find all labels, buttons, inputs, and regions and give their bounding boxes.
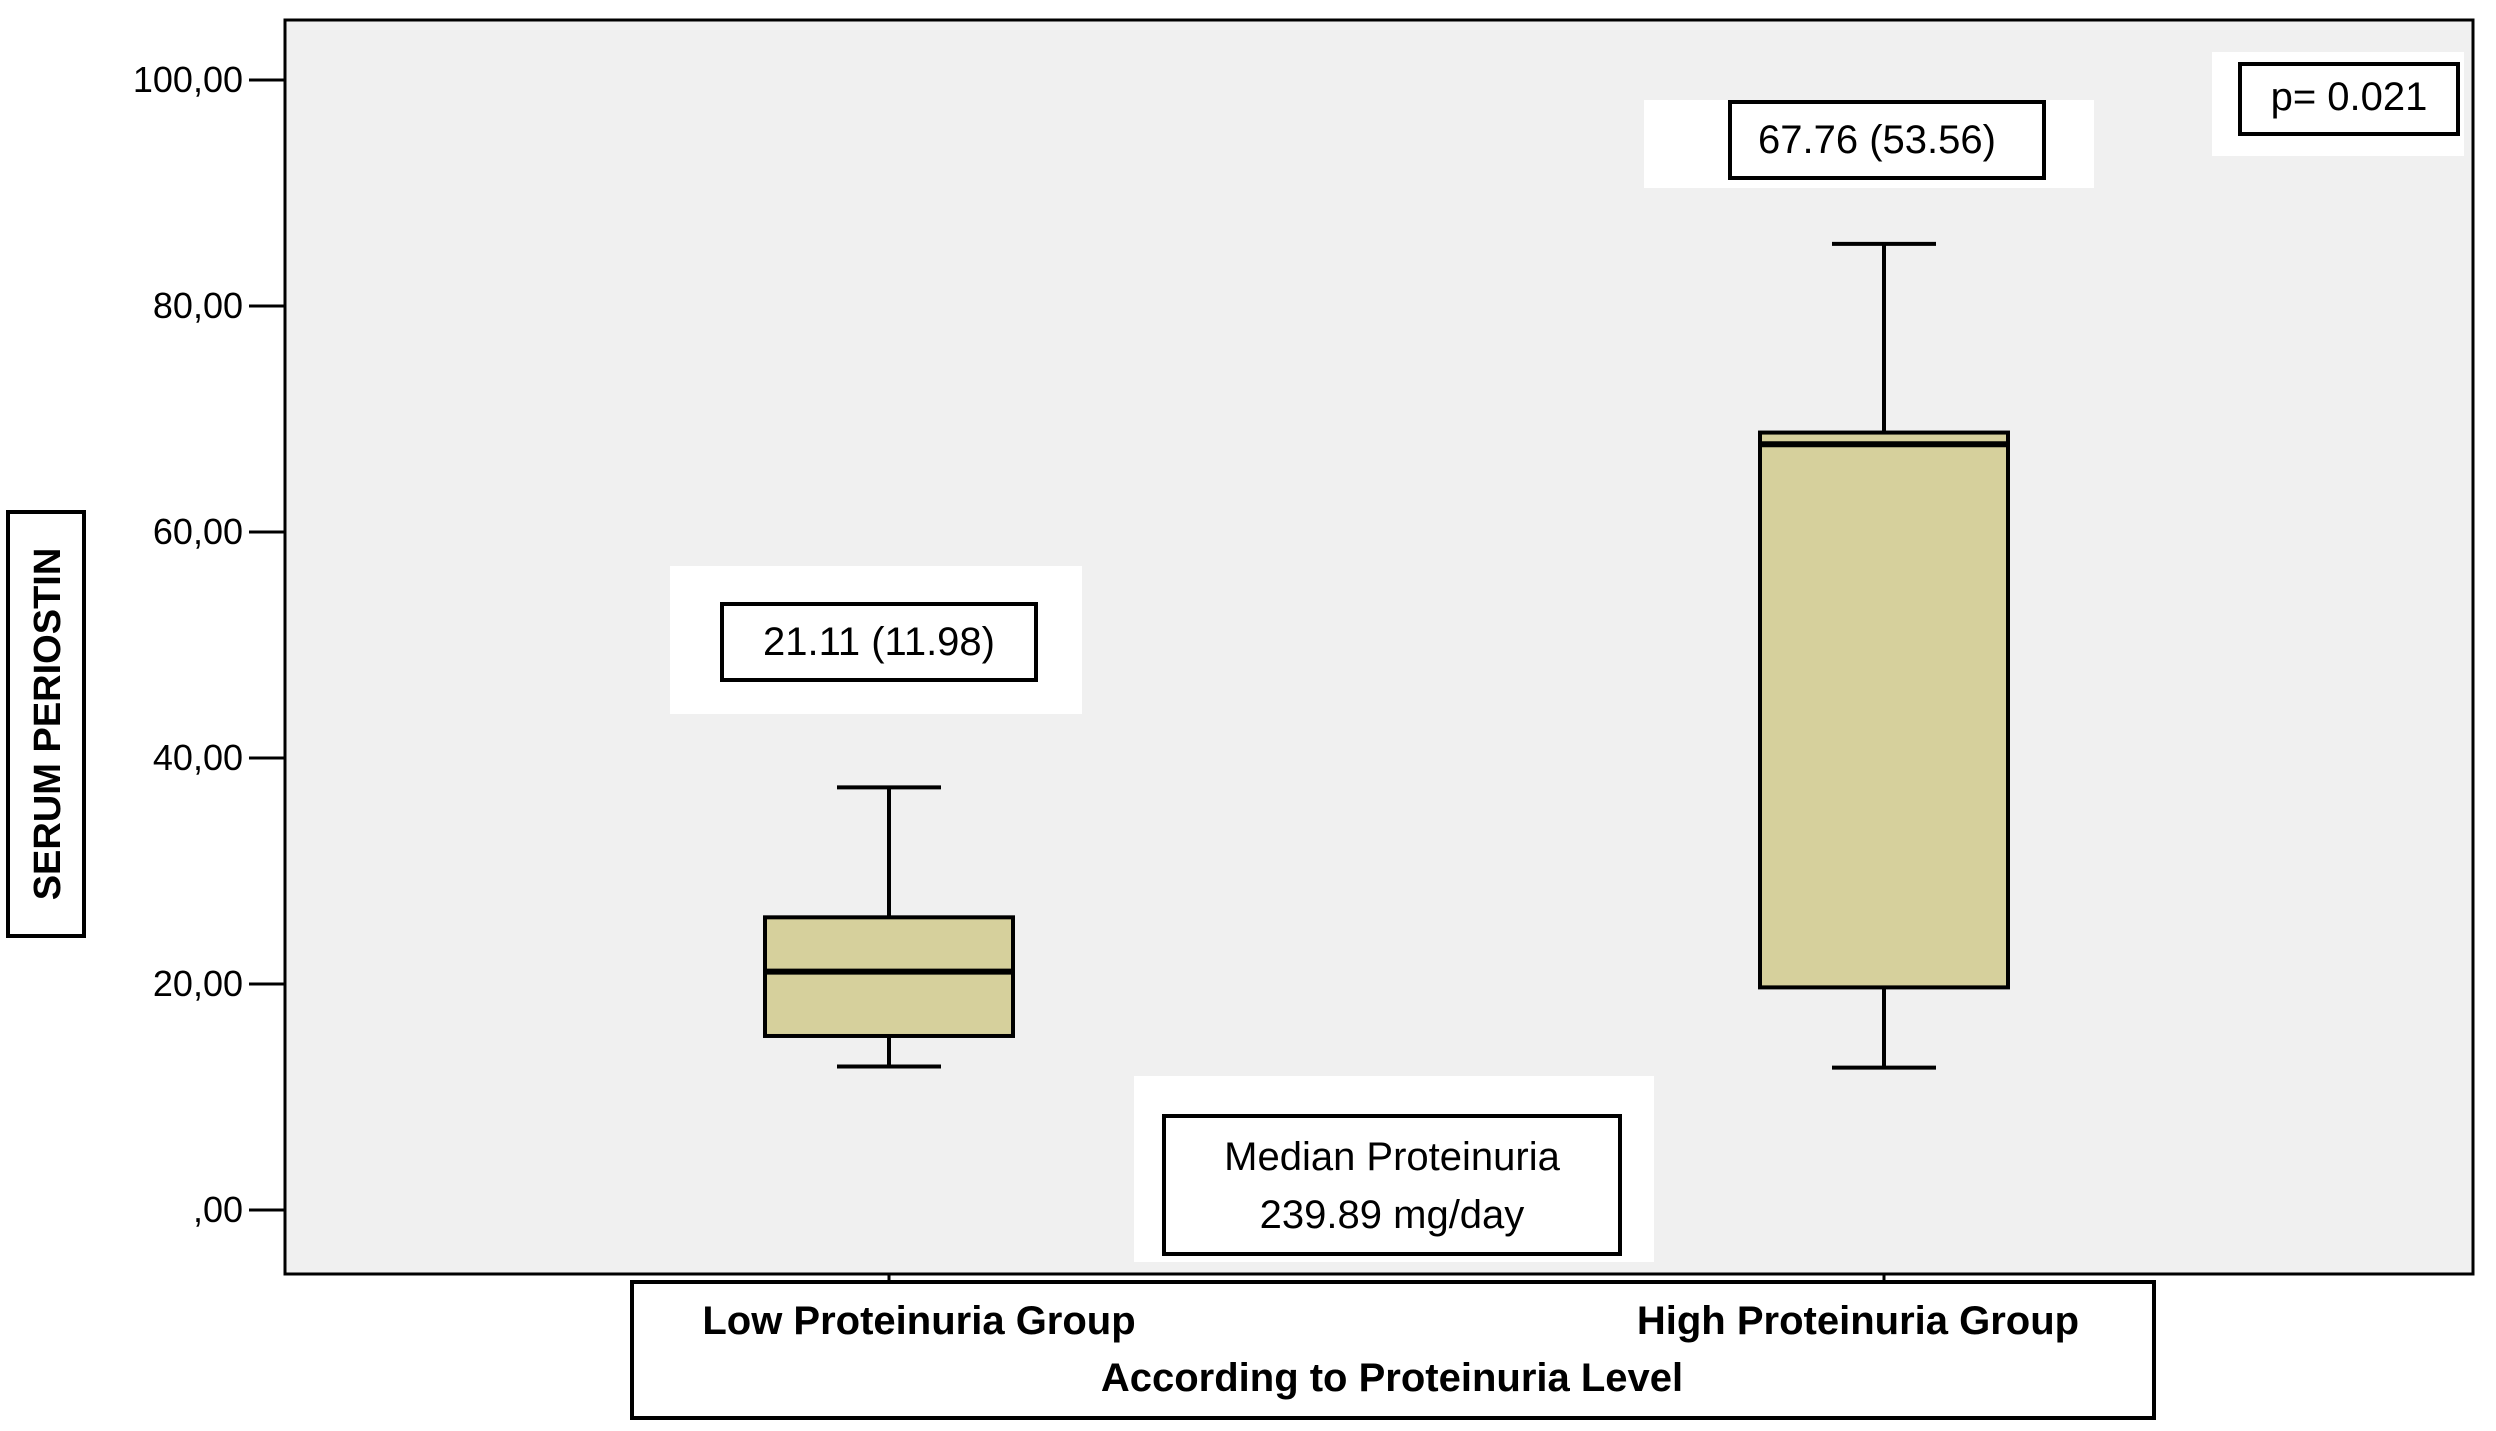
annotation-low-group: 21.11 (11.98) [670, 566, 1082, 714]
annotation-high-frame [1728, 100, 2046, 180]
plot-area [283, 18, 2475, 1276]
x-axis-label-box: Low Proteinuria Group High Proteinuria G… [630, 1280, 2156, 1420]
y-axis-title-frame [6, 510, 86, 938]
boxes [763, 241, 2010, 1070]
median-proteinuria-annotation: Median Proteinuria 239.89 mg/day [1134, 1076, 1654, 1262]
y-axis: ,00 20,00 40,00 60,00 80,00 100,00 [133, 59, 285, 1230]
p-value-text: p= 0.021 [2271, 75, 2428, 119]
iqr-box [763, 915, 1015, 1038]
p-value-annotation: p= 0.021 [2212, 52, 2464, 156]
p-value-frame [2238, 62, 2460, 136]
y-tick-label: 60,00 [153, 511, 243, 552]
box-high-group [1758, 241, 2010, 1070]
annotation-low-frame [720, 602, 1038, 682]
y-tick-label: 20,00 [153, 963, 243, 1004]
x-category-label-low: Low Proteinuria Group [702, 1299, 1135, 1343]
iqr-box [1758, 430, 2010, 990]
median-proteinuria-line2: 239.89 mg/day [1260, 1193, 1525, 1237]
x-category-label-high: High Proteinuria Group [1637, 1299, 2079, 1343]
y-tick-label: ,00 [193, 1189, 243, 1230]
y-tick-label: 40,00 [153, 737, 243, 778]
y-axis-title-box: SERUM PERIOSTIN [6, 510, 86, 938]
y-tick-label: 80,00 [153, 285, 243, 326]
annotation-low-text: 21.11 (11.98) [763, 620, 995, 664]
annotation-high-group: 67.76 (53.56) [1644, 100, 2094, 188]
median-proteinuria-frame [1162, 1114, 1622, 1256]
x-axis-title: According to Proteinuria Level [1101, 1356, 1683, 1400]
median-proteinuria-line1: Median Proteinuria [1224, 1135, 1560, 1179]
y-tick-label: 100,00 [133, 59, 243, 100]
annotation-high-text: 67.76 (53.56) [1758, 118, 1996, 162]
y-axis-title: SERUM PERIOSTIN [27, 548, 69, 901]
x-axis-label-frame [630, 1280, 2156, 1420]
box-low-group [763, 785, 1015, 1069]
